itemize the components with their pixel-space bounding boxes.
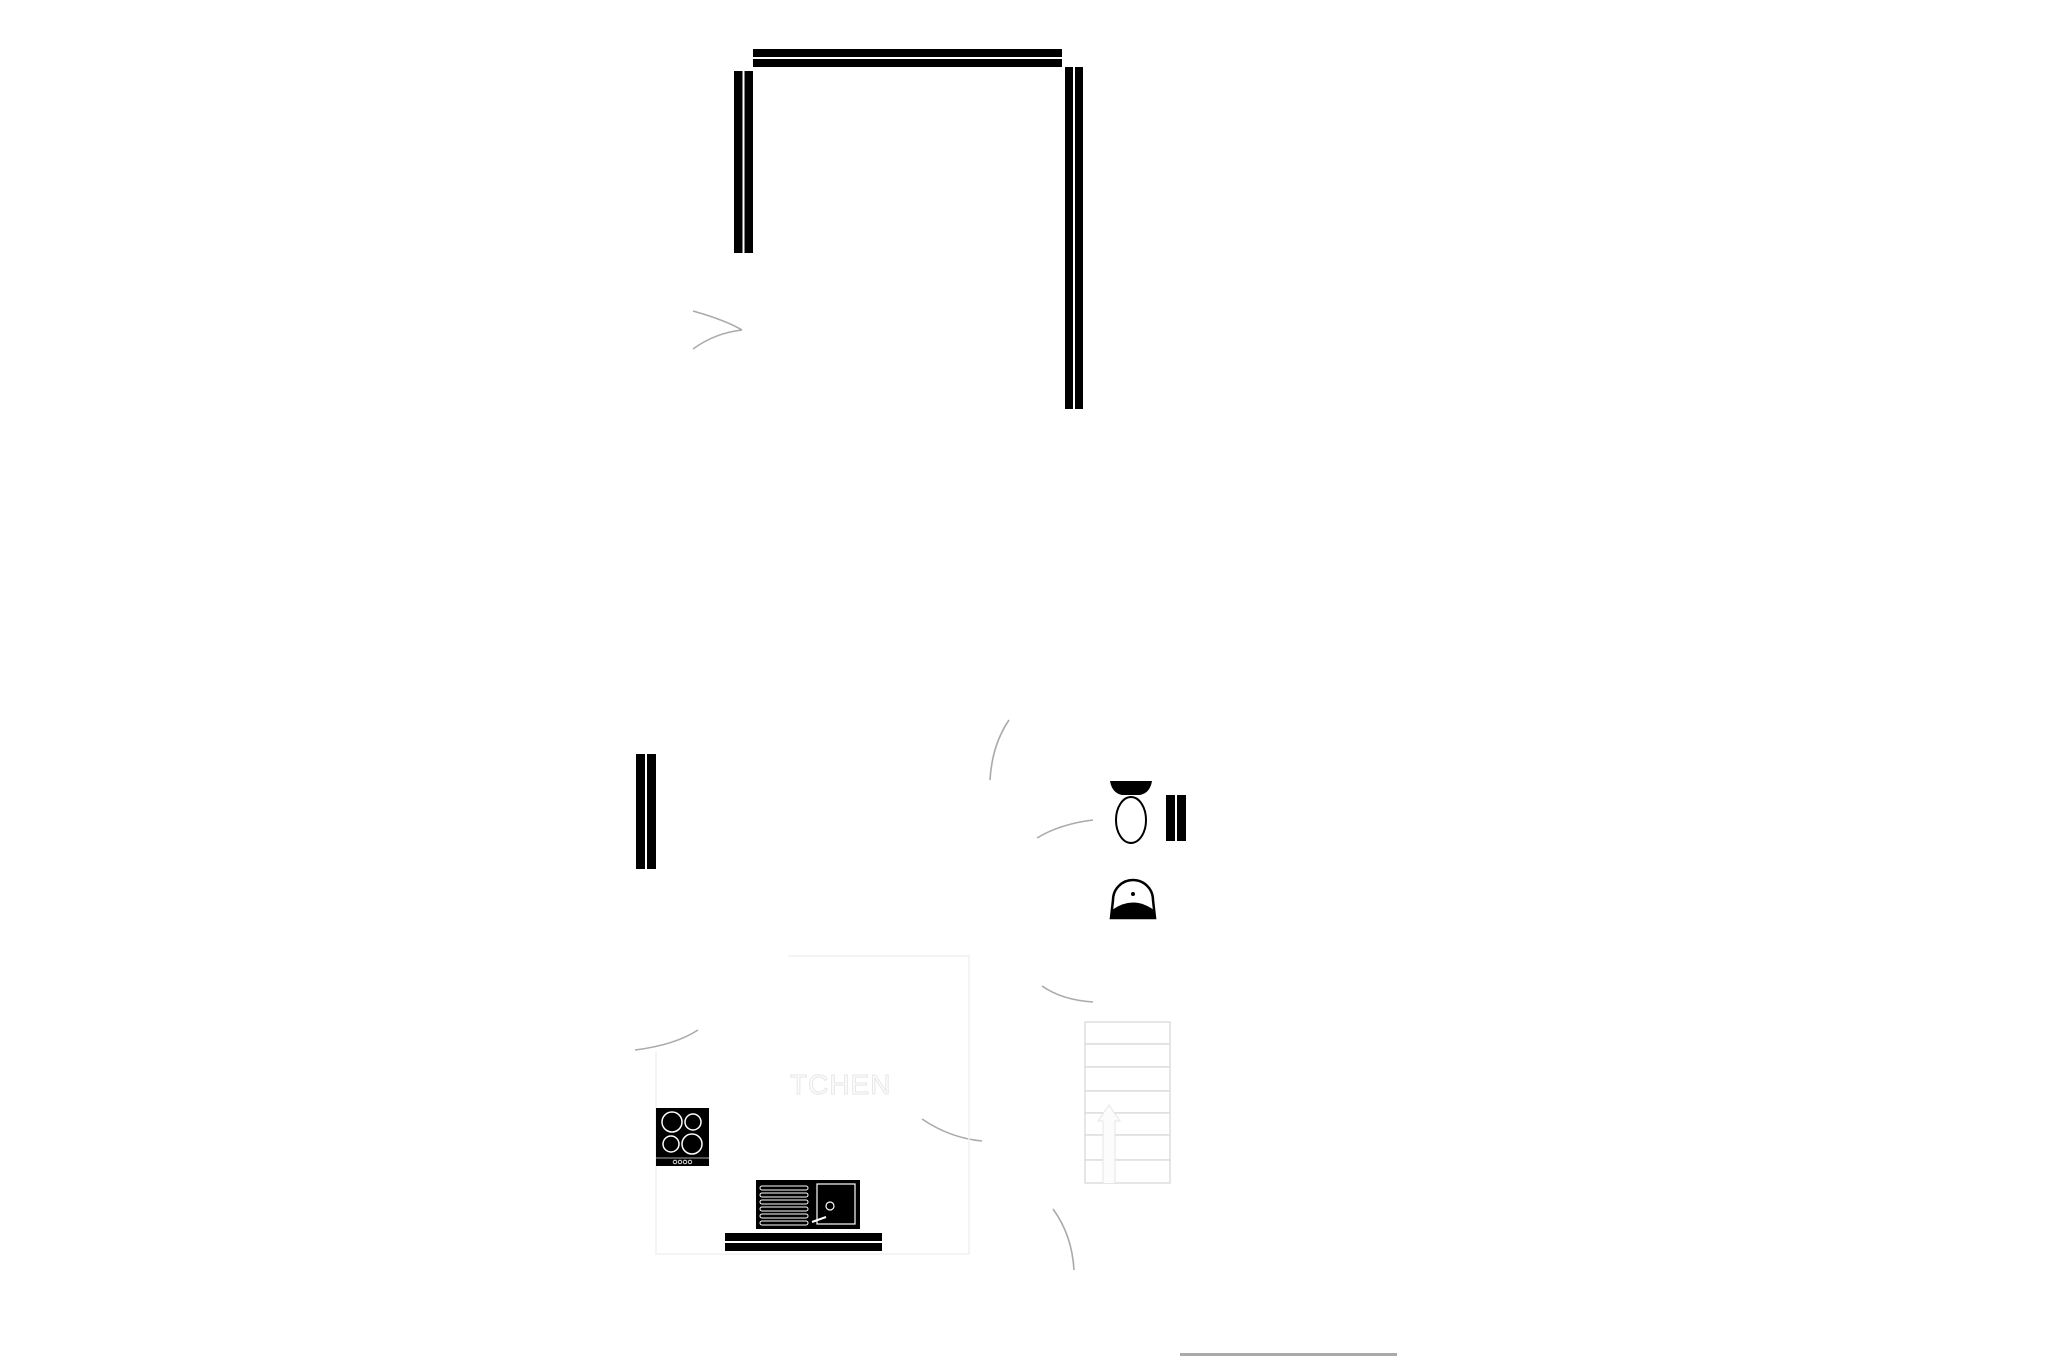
wall-left-lower — [636, 754, 656, 869]
door-swing — [989, 719, 1010, 781]
hob-icon — [656, 1108, 709, 1166]
room-label-kitchen: TCHEN — [790, 1069, 891, 1100]
door-swing — [634, 1029, 699, 1051]
wall-bottom — [725, 1233, 882, 1251]
door-swing — [1041, 985, 1094, 1003]
scale-bar — [1180, 1353, 1397, 1356]
door-swing-upper — [692, 310, 743, 350]
staircase — [1084, 1021, 1171, 1184]
door-swing — [1036, 819, 1094, 839]
basin-icon — [1109, 878, 1157, 920]
kitchen-outline — [655, 955, 970, 1255]
wall-bathroom — [1166, 795, 1186, 841]
wall-top — [753, 49, 1062, 67]
door-swing — [921, 1118, 983, 1142]
stair-direction-arrow-icon — [1097, 1104, 1121, 1183]
sink-icon — [756, 1180, 860, 1229]
wall-left-upper — [734, 71, 753, 253]
door-swing — [1052, 1208, 1075, 1271]
toilet-icon — [1110, 781, 1152, 844]
wall-right — [1065, 67, 1083, 409]
